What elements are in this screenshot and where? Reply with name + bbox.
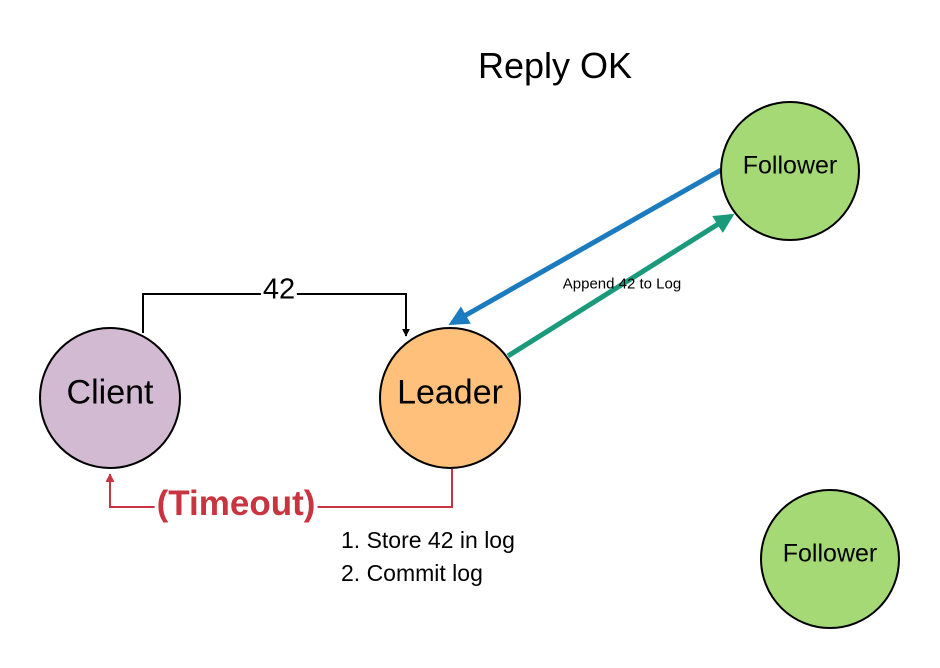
timeout-label: (Timeout): [154, 484, 318, 524]
edge-follower-to-leader: [448, 167, 723, 326]
follower-top-label: Follower: [742, 151, 838, 180]
follower-bottom-label: Follower: [782, 539, 878, 568]
client-label: Client: [66, 373, 154, 412]
leader-label: Leader: [397, 373, 503, 412]
leader-step-1: 1. Store 42 in log: [341, 527, 515, 553]
leader-step-2: 2. Commit log: [341, 560, 483, 586]
value-42-label: 42: [260, 273, 298, 307]
follower-bottom-node: [760, 489, 900, 629]
follower-top-node: [720, 101, 860, 241]
append-log-label: Append 42 to Log: [562, 275, 682, 293]
client-node: [39, 327, 181, 469]
leader-node: [379, 327, 521, 469]
diagram-title: Reply OK: [477, 45, 633, 86]
leader-steps: 1. Store 42 in log 2. Commit log: [341, 524, 515, 590]
edge-leader-to-follower: [506, 213, 735, 359]
